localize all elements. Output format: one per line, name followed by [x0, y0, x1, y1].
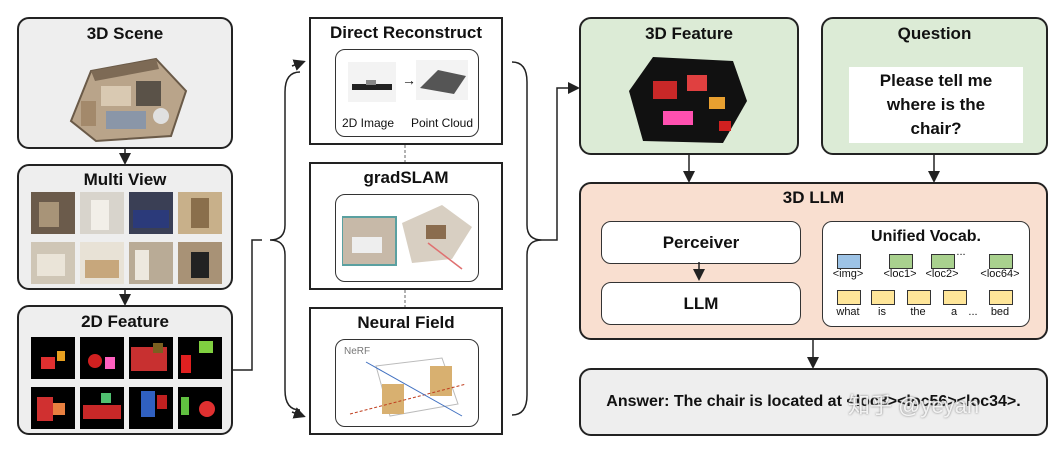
vocab-label-loc1: <loc1>	[883, 268, 917, 280]
direct-image-thumb	[348, 62, 396, 102]
vocab-token-the	[907, 290, 931, 305]
unified-vocab-title: Unified Vocab.	[871, 228, 981, 245]
scene-3d-image	[61, 51, 191, 143]
vocab-label-is: is	[878, 306, 886, 318]
nerf-tag: NeRF	[344, 346, 371, 357]
feature-2d-panel: 2D Feature	[17, 305, 233, 435]
feature-2d-title: 2D Feature	[81, 312, 169, 331]
gradslam-panel: gradSLAM	[309, 162, 503, 290]
feature-3d-title: 3D Feature	[645, 24, 733, 43]
gradslam-image	[341, 203, 474, 275]
feature-3d-image	[623, 51, 753, 149]
question-panel: Question Please tell me where is the cha…	[821, 17, 1048, 155]
direct-label-image: 2D Image	[341, 116, 395, 130]
vocab-label-bed: bed	[990, 306, 1010, 318]
neural-field-inner: NeRF	[335, 339, 479, 427]
vocab-token-what	[837, 290, 861, 305]
unified-vocab-block: Unified Vocab. <img> <loc1> <loc2> ... <…	[822, 221, 1030, 327]
direct-reconstruct-inner: → 2D Image Point Cloud	[335, 49, 479, 137]
nerf-image	[346, 354, 472, 424]
gradslam-inner	[335, 194, 479, 282]
neural-field-panel: Neural Field NeRF	[309, 307, 503, 435]
vocab-token-bed	[989, 290, 1013, 305]
vocab-token-loc1	[889, 254, 913, 269]
direct-cloud-thumb	[416, 60, 468, 100]
vocab-token-is	[871, 290, 895, 305]
neural-field-title: Neural Field	[357, 313, 455, 332]
direct-arrow-icon: →	[402, 72, 416, 88]
direct-label-cloud: Point Cloud	[410, 116, 474, 130]
scene-3d-title: 3D Scene	[86, 24, 164, 43]
vocab-label-the: the	[910, 306, 926, 318]
vocab-label-img: <img>	[832, 268, 864, 280]
llm-3d-panel: 3D LLM Perceiver LLM Unified Vocab. <img…	[579, 182, 1048, 340]
answer-panel: Answer: The chair is located at <loc3><l…	[579, 368, 1048, 436]
scene-3d-panel: 3D Scene	[17, 17, 233, 149]
watermark: 知乎 @yeyan	[848, 393, 980, 418]
vocab-token-a	[943, 290, 967, 305]
vocab-token-loc64	[989, 254, 1013, 269]
vocab-token-img	[837, 254, 861, 269]
multi-view-images	[31, 192, 223, 284]
llm-3d-title: 3D LLM	[782, 188, 845, 207]
vocab-label-ellipsis-1: ...	[956, 246, 966, 258]
vocab-label-what: what	[836, 306, 860, 318]
llm-block: LLM	[601, 282, 801, 325]
direct-reconstruct-panel: Direct Reconstruct → 2D Image Point Clou…	[309, 17, 503, 145]
question-title: Question	[897, 24, 972, 43]
vocab-label-loc64: <loc64>	[980, 268, 1020, 280]
multi-view-title: Multi View	[83, 170, 167, 189]
multi-view-panel: Multi View	[17, 164, 233, 290]
gradslam-title: gradSLAM	[363, 168, 449, 187]
feature-3d-panel: 3D Feature	[579, 17, 799, 155]
direct-reconstruct-title: Direct Reconstruct	[329, 23, 483, 42]
vocab-label-ellipsis-2: ...	[968, 306, 978, 318]
vocab-token-loc2	[931, 254, 955, 269]
perceiver-block: Perceiver	[601, 221, 801, 264]
vocab-label-loc2: <loc2>	[925, 268, 959, 280]
question-text: Please tell me where is the chair?	[849, 67, 1023, 143]
vocab-label-a: a	[950, 306, 958, 318]
feature-2d-images	[31, 337, 223, 429]
